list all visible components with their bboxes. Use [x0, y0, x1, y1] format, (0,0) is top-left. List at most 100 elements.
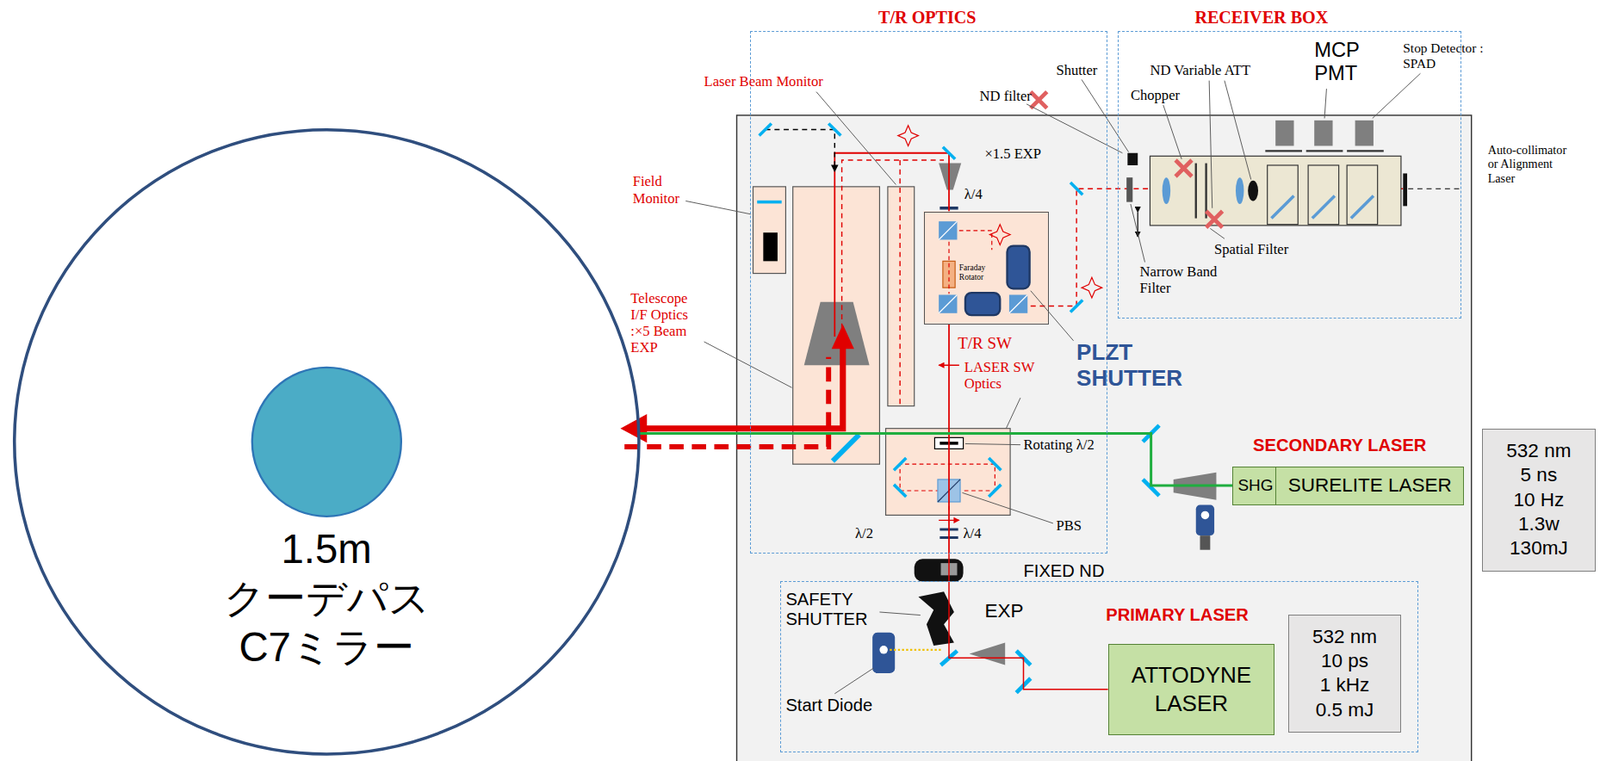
callout-label: Laser Beam Monitor — [704, 73, 824, 90]
receiver-optics — [1346, 165, 1378, 225]
part-label: ND filter — [979, 87, 1032, 105]
tr-switch-body — [948, 230, 993, 294]
receiver-optics — [1312, 196, 1335, 219]
part-label: Faraday Rotator — [959, 263, 999, 283]
node-heading: T/R OPTICS — [878, 6, 977, 29]
section-label: SECONDARY LASER — [1252, 435, 1427, 456]
spec-box: 532 nm10 ps1 kHz0.5 mJ — [1288, 614, 1401, 732]
receiver-optics — [1195, 163, 1197, 219]
leader-line — [1130, 204, 1146, 263]
node-text: 10 ps — [1320, 649, 1369, 674]
leader-line — [1209, 80, 1213, 209]
node-text: 532 nm — [1506, 439, 1571, 464]
part-label: Chopper — [1130, 86, 1180, 104]
receiver-optics — [1126, 120, 1459, 237]
leader-line — [879, 612, 920, 616]
receiver-optics — [1204, 163, 1207, 219]
field-monitor — [752, 186, 786, 274]
part-label: MCP PMT — [1314, 38, 1365, 87]
laser-region: ATTODYNE LASER532 nm10 ps1 kHz0.5 mJ PRIM… — [780, 581, 1419, 753]
expander — [938, 163, 962, 191]
part-label: Rotating λ/2 — [1023, 436, 1095, 453]
laser-sw-optics — [988, 458, 1001, 471]
laser-beams — [948, 324, 950, 555]
receiver-optics — [1271, 196, 1294, 219]
telescope-beam — [620, 414, 647, 443]
telescope-optics — [793, 186, 881, 465]
laser-box: SURELITE LASER — [1275, 466, 1464, 506]
node-heading: PRIMARY LASER — [1105, 604, 1249, 627]
part-label: PBS — [1055, 517, 1082, 534]
laser-box: SHG — [1232, 466, 1278, 506]
field-monitor — [756, 200, 782, 205]
laser-sw-optics — [893, 484, 906, 497]
part-label: FIXED ND — [1023, 561, 1105, 582]
leader-line — [1005, 397, 1021, 429]
expander — [938, 163, 962, 191]
leader-line — [1026, 104, 1123, 154]
part-label: λ/4 — [963, 525, 982, 542]
tr-switch-body — [965, 292, 1000, 316]
callout-label: Field Monitor — [632, 173, 693, 206]
callout-label: LASER SW Optics — [964, 359, 1047, 392]
tr-switch-body — [938, 221, 957, 240]
laser-sw-optics — [893, 458, 906, 471]
laser-sw-optics — [886, 428, 1011, 516]
receiver-optics — [1149, 155, 1401, 226]
node-text: 0.5 mJ — [1315, 698, 1375, 723]
tr-switch-body — [923, 208, 1049, 324]
leader-line — [1372, 73, 1421, 118]
part-label: λ/4 — [964, 186, 983, 203]
leader-line — [685, 200, 751, 214]
part-label: EXP — [984, 600, 1024, 623]
leader-line — [965, 443, 1021, 445]
field-monitor — [752, 186, 786, 274]
beam-path — [638, 434, 1234, 486]
tr-switch-body — [938, 294, 957, 313]
leader-line — [834, 668, 874, 695]
field-monitor — [762, 232, 778, 261]
laser-beams — [1070, 299, 1083, 312]
mirror-circle: 1.5m クーデパス C7ミラー — [10, 125, 644, 759]
receiver-optics — [1267, 165, 1299, 225]
laser-beams — [899, 160, 900, 404]
receiver-optics — [1275, 120, 1294, 147]
beam-monitor — [887, 186, 915, 407]
receiver-optics — [1314, 120, 1333, 147]
telescope-optics — [804, 302, 870, 366]
tr-switch-body — [938, 221, 957, 240]
laser-beams — [842, 160, 944, 348]
main-panel — [737, 115, 1472, 761]
part-label: ×1.5 EXP — [984, 145, 1042, 162]
laser-beams — [765, 129, 836, 172]
secondary-laser-parts — [1142, 425, 1216, 551]
laser-beams — [1070, 182, 1083, 195]
laser-box: ATTODYNE LASER — [1108, 644, 1276, 737]
laser-beams — [759, 123, 772, 136]
tr-switch-body — [938, 294, 957, 313]
receiver-optics — [1355, 120, 1374, 147]
secondary-laser-parts — [1196, 505, 1215, 537]
part-label: Spatial Filter — [1214, 241, 1289, 258]
primary-laser-parts — [969, 643, 1005, 666]
leader-line — [961, 492, 1053, 524]
beam-monitor — [887, 186, 915, 407]
receiver-optics — [1265, 149, 1383, 152]
node-text: 532 nm — [1312, 625, 1377, 650]
receiver-optics — [1308, 165, 1340, 225]
removed-mark — [1175, 160, 1192, 177]
node-text: 5 ns — [1520, 463, 1558, 488]
telescope-optics — [832, 434, 860, 462]
laser-sw-optics — [886, 428, 1011, 516]
part-label: Narrow Band Filter — [1140, 263, 1238, 297]
telescope-optics — [793, 186, 881, 465]
node-heading: RECEIVER BOX — [1194, 6, 1328, 29]
part-label: Shutter — [1055, 62, 1098, 79]
optics-region: T/R SWT/R OPTICS — [750, 31, 1108, 555]
primary-laser-parts — [889, 649, 943, 652]
receiver-optics — [1407, 188, 1459, 190]
part-label: ND Variable ATT — [1149, 62, 1251, 79]
leader-line — [1209, 228, 1225, 239]
leader-line — [1081, 79, 1129, 152]
receiver-optics — [1247, 180, 1259, 202]
